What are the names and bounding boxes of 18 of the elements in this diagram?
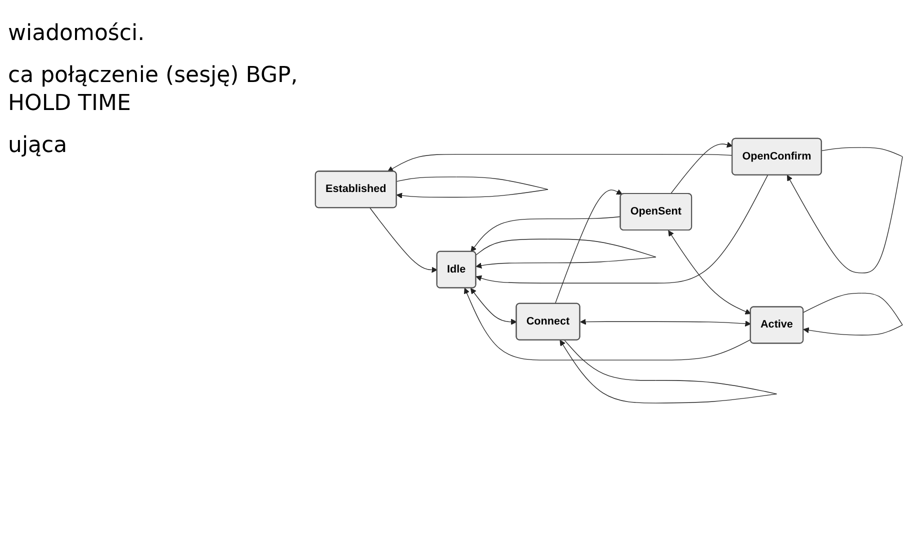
arrow [370,208,438,274]
note-text: wiadomości. [8,20,146,48]
arrow [580,319,751,327]
note-text: ca połączenie (sesję) BGP, HOLD TIME [8,62,299,118]
arrow [560,340,778,404]
arrow [396,176,548,199]
arrow [670,142,733,194]
arrow [387,154,733,172]
arrow [786,147,903,274]
arrow [803,293,903,336]
arrow [470,216,621,252]
arrow [668,230,751,315]
arrow [476,239,656,269]
arrow [476,175,768,284]
arrow [554,189,622,304]
note-text: ująca [8,132,68,160]
arrow [470,288,517,326]
arrow [464,288,752,361]
